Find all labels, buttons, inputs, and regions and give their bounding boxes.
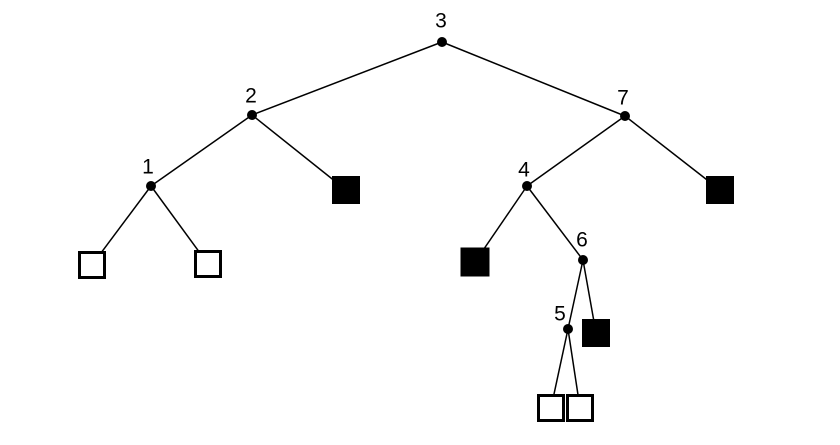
edge-line — [526, 185, 584, 261]
node-dot — [437, 37, 447, 47]
leaf-square-filled — [582, 319, 610, 347]
node-label: 4 — [518, 159, 530, 182]
node-dot — [522, 181, 532, 191]
leaf-square-open — [78, 251, 106, 279]
leaf-square-open — [194, 250, 222, 278]
leaf-square-open — [566, 394, 594, 422]
node-dot — [620, 111, 630, 121]
node-label: 5 — [554, 303, 566, 326]
node-label: 3 — [435, 10, 447, 33]
edge-line — [624, 115, 721, 191]
edge-line — [567, 259, 584, 330]
leaf-square-filled — [460, 247, 490, 277]
node-label: 7 — [617, 87, 629, 110]
node-dot — [146, 181, 156, 191]
node-label: 2 — [245, 85, 257, 108]
edge-line — [526, 115, 626, 187]
node-label: 1 — [142, 156, 154, 179]
node-dot — [247, 110, 257, 120]
leaf-square-open — [537, 394, 565, 422]
node-dot — [563, 324, 573, 334]
edge-line — [150, 114, 253, 187]
leaf-square-filled — [332, 176, 360, 204]
edge-line — [251, 114, 347, 191]
node-dot — [578, 255, 588, 265]
edge-line — [251, 41, 443, 116]
node-label: 6 — [576, 229, 588, 252]
leaf-square-filled — [706, 176, 734, 204]
edge-line — [441, 41, 626, 117]
